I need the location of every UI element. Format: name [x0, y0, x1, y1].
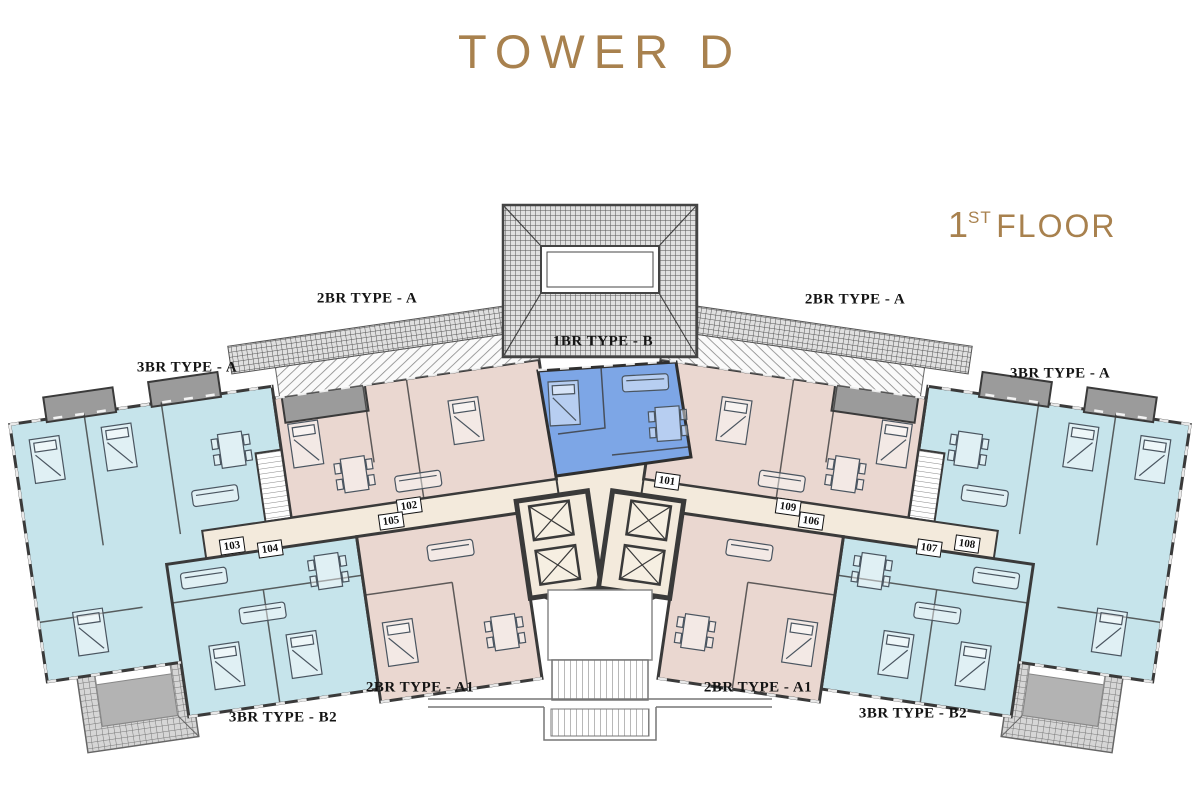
- entrance: [428, 589, 772, 741]
- entry-steps-upper: [551, 659, 649, 701]
- label-3br-type-b2-left: 3BR TYPE - B2: [228, 709, 338, 726]
- left-wing: [8, 294, 605, 754]
- entry-steps-lower: [550, 708, 650, 737]
- unit-number-108: 108: [953, 534, 981, 554]
- label-3br-type-a-right: 3BR TYPE - A: [1009, 365, 1111, 382]
- label-3br-type-a-left: 3BR TYPE - A: [136, 359, 238, 376]
- unit-1br-b: [536, 359, 693, 478]
- unit-number-104: 104: [256, 539, 284, 559]
- label-2br-type-a1-left: 2BR TYPE - A1: [365, 679, 475, 696]
- label-3br-type-b2-right: 3BR TYPE - B2: [858, 705, 968, 722]
- central-roof: [501, 203, 699, 359]
- floor-label: 1ST FLOOR: [948, 204, 1116, 246]
- floor-number: 1: [948, 204, 969, 245]
- unit-number-106: 106: [797, 511, 825, 531]
- label-2br-type-a1-right: 2BR TYPE - A1: [703, 679, 813, 696]
- walkway: [428, 698, 772, 741]
- balcony: [42, 386, 118, 424]
- balcony: [146, 370, 223, 409]
- label-2br-type-a-right: 2BR TYPE - A: [804, 291, 906, 308]
- label-2br-type-a-left: 2BR TYPE - A: [316, 290, 418, 307]
- unit-number-103: 103: [218, 536, 246, 556]
- label-1br-type-b-center: 1BR TYPE - B: [552, 333, 654, 350]
- unit-number-105: 105: [377, 511, 405, 531]
- floor-word: FLOOR: [996, 208, 1117, 244]
- floor-ordinal: ST: [968, 208, 992, 227]
- unit-number-101: 101: [653, 471, 681, 491]
- unit-number-109: 109: [774, 497, 802, 517]
- unit-2br-a1: [354, 511, 544, 704]
- unit-number-107: 107: [915, 538, 943, 558]
- page-title: TOWER D: [457, 25, 743, 78]
